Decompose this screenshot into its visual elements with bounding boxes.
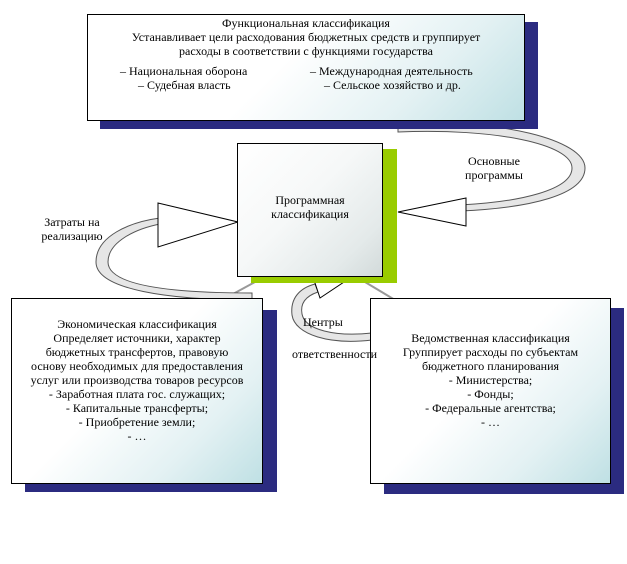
- departmental-line7: - …: [481, 415, 500, 429]
- departmental-line5: - Фонды;: [467, 387, 514, 401]
- departmental-line1: Ведомственная классификация: [411, 331, 570, 345]
- economic-line3: бюджетных трансфертов, правовую: [45, 345, 229, 359]
- functional-item-international: – Международная деятельность: [310, 64, 473, 78]
- departmental-line2: Группирует расходы по субъектам: [402, 345, 579, 359]
- program-classification-box: Программная классификация: [237, 143, 383, 277]
- label-basic-programs: Основные программы: [454, 154, 534, 182]
- arrow-costs: [157, 202, 240, 248]
- label-centers-line2: ответственности: [292, 347, 378, 361]
- label-costs-line2: реализацию: [41, 229, 103, 243]
- label-costs-line1: Затраты на: [44, 215, 100, 229]
- economic-line6: - Заработная плата гос. служащих;: [48, 387, 226, 401]
- departmental-line4: - Министерства;: [448, 373, 533, 387]
- economic-line4: основу необходимых для предоставления: [31, 359, 243, 373]
- economic-line2: Определяет источники, характер: [53, 331, 221, 345]
- connector-line-right: [364, 281, 396, 301]
- economic-line5: услуг или производства товаров ресурсов: [30, 373, 244, 387]
- arc-centers: [291, 283, 373, 342]
- program-line1: Программная: [275, 193, 345, 207]
- economic-line8: - Приобретение земли;: [78, 415, 196, 429]
- label-centers-line1: Центры: [303, 315, 343, 329]
- economic-line9: - …: [127, 429, 147, 443]
- departmental-classification-box: Ведомственная классификация Группирует р…: [370, 298, 611, 484]
- economic-line1: Экономическая классификация: [57, 317, 217, 331]
- functional-classification-box: Функциональная классификация Устанавлива…: [87, 14, 525, 121]
- economic-line7: - Капитальные трансферты;: [65, 401, 209, 415]
- label-costs: Затраты на реализацию: [32, 215, 112, 243]
- functional-title: Функциональная классификация: [222, 16, 390, 30]
- functional-item-judicial: – Судебная власть: [138, 78, 231, 92]
- program-line2: классификация: [271, 207, 349, 221]
- economic-classification-box: Экономическая классификация Определяет и…: [11, 298, 263, 484]
- functional-line2: расходы в соответствии с функциями госуд…: [179, 44, 433, 58]
- label-basic-programs-line1: Основные: [468, 154, 520, 168]
- functional-item-agriculture: – Сельское хозяйство и др.: [324, 78, 461, 92]
- arrow-basic-programs: [397, 197, 467, 227]
- departmental-line6: - Федеральные агентства;: [425, 401, 556, 415]
- functional-line1: Устанавливает цели расходования бюджетны…: [131, 30, 481, 44]
- functional-item-defense: – Национальная оборона: [120, 64, 248, 78]
- label-basic-programs-line2: программы: [465, 168, 523, 182]
- departmental-line3: бюджетного планирования: [421, 359, 560, 373]
